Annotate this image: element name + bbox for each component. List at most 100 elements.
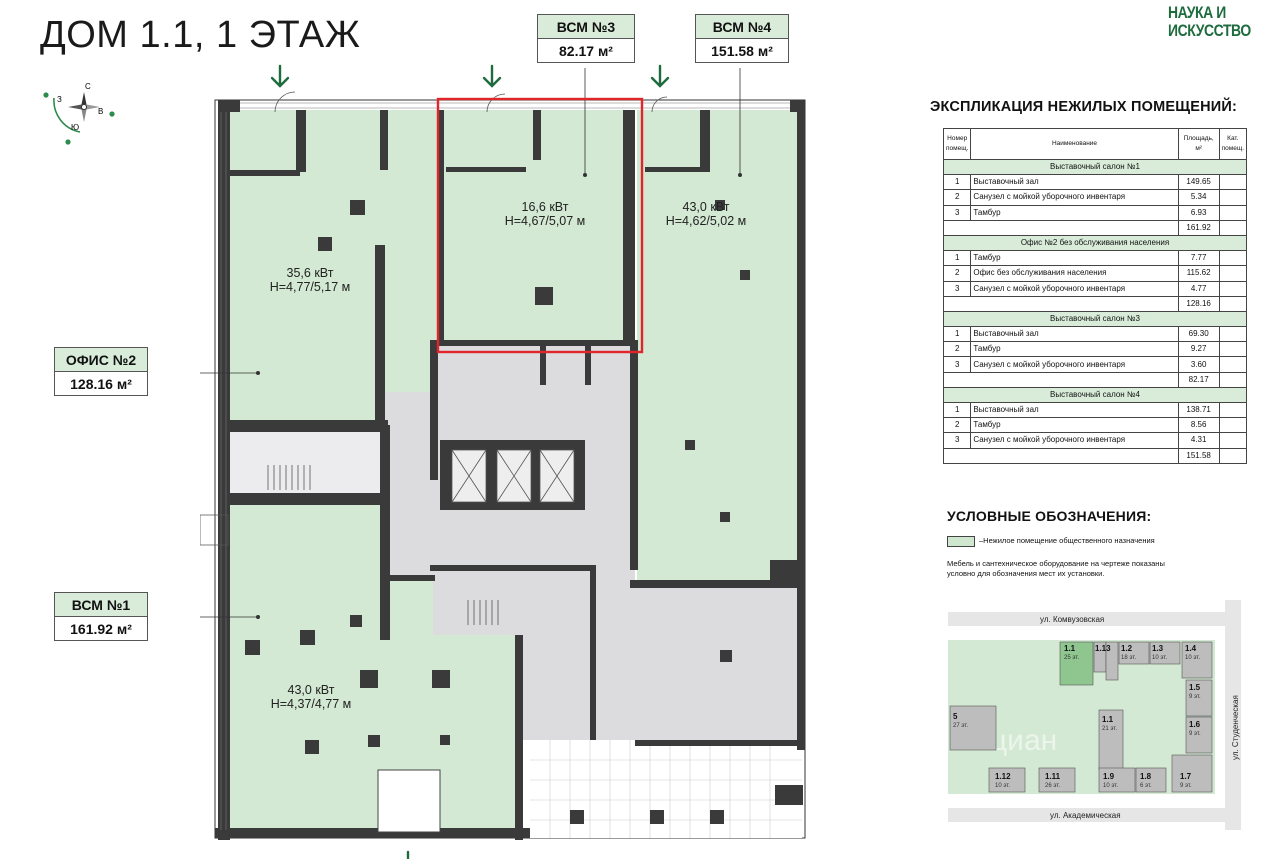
svg-text:1.9: 1.9 (1103, 772, 1115, 781)
svg-text:1.13: 1.13 (1095, 644, 1111, 653)
svg-text:1.5: 1.5 (1189, 683, 1201, 692)
svg-text:10 эт.: 10 эт. (1185, 655, 1200, 661)
street-right: ул. Студенческая (1231, 695, 1240, 760)
legend-swatch (947, 536, 975, 547)
svg-text:9 эт.: 9 эт. (1189, 694, 1201, 700)
sun-icon (43, 92, 115, 145)
group-title: Выставочный салон №4 (943, 386, 1247, 404)
compass-west: З (57, 95, 62, 104)
unit-badge-vsm4[interactable]: ВСМ №4 151.58 м² (695, 14, 789, 63)
unit-area: 151.58 м² (711, 43, 773, 59)
col-num: Номер помещ. (942, 128, 972, 160)
svg-text:1.6: 1.6 (1189, 720, 1201, 729)
svg-text:9 эт.: 9 эт. (1189, 731, 1201, 737)
svg-text:10 эт.: 10 эт. (1103, 783, 1118, 789)
group-title: Выставочный салон №3 (943, 310, 1247, 328)
unit-area: 82.17 м² (559, 43, 613, 59)
svg-text:6 эт.: 6 эт. (1140, 783, 1152, 789)
svg-text:1.7: 1.7 (1180, 772, 1192, 781)
col-cat: Кат. помещ. (1218, 128, 1248, 160)
unit-area: 128.16 м² (70, 376, 132, 392)
unit-name: ОФИС №2 (55, 348, 147, 372)
room-height: H=4,62/5,02 м (665, 214, 747, 228)
svg-text:1.4: 1.4 (1185, 644, 1197, 653)
unit-badge-office2[interactable]: ОФИС №2 128.16 м² (54, 347, 148, 396)
svg-text:21 эт.: 21 эт. (1102, 726, 1117, 732)
room-info-office2: 35,6 кВт H=4,77/5,17 м (255, 266, 365, 294)
compass-south: Ю (71, 123, 79, 132)
page-title: ДОМ 1.1, 1 ЭТАЖ (40, 14, 361, 56)
office2-room[interactable] (230, 110, 385, 420)
compass-east: В (98, 107, 103, 116)
unit-badge-vsm3[interactable]: ВСМ №3 82.17 м² (537, 14, 635, 63)
explication-table: Номер помещ. Наименование Площадь, м² Ка… (942, 128, 1248, 464)
vsm4-room[interactable] (637, 110, 797, 585)
legend-note: Мебель и сантехническое оборудование на … (947, 559, 1165, 578)
selected-unit-outline (436, 97, 644, 354)
col-name: Наименование (970, 128, 1179, 160)
floor-plan (200, 64, 806, 859)
room-height: H=4,67/5,07 м (504, 214, 586, 228)
total-row: 151.58 (943, 447, 1248, 464)
unit-name: ВСМ №3 (538, 15, 634, 39)
svg-text:1.1: 1.1 (1102, 715, 1114, 724)
street-bottom: ул. Академическая (1050, 811, 1121, 820)
svg-text:10 эт.: 10 эт. (995, 783, 1010, 789)
svg-text:10 эт.: 10 эт. (1152, 655, 1167, 661)
watermark: циан (990, 724, 1057, 757)
room-power: 16,6 кВт (521, 200, 569, 214)
svg-text:1.8: 1.8 (1140, 772, 1152, 781)
room-info-vsm1: 43,0 кВт H=4,37/4,77 м (256, 683, 366, 711)
compass-north: С (85, 82, 91, 91)
total-row: 128.16 (943, 295, 1248, 312)
room-power: 43,0 кВт (682, 200, 730, 214)
unit-name: ВСМ №4 (696, 15, 788, 39)
svg-text:9 эт.: 9 эт. (1180, 783, 1192, 789)
total-row: 161.92 (943, 219, 1248, 236)
unit-area: 161.92 м² (70, 621, 132, 637)
svg-text:27 эт.: 27 эт. (953, 723, 968, 729)
svg-text:26 эт.: 26 эт. (1045, 783, 1060, 789)
svg-text:25 эт.: 25 эт. (1064, 655, 1079, 661)
unit-name: ВСМ №1 (55, 593, 147, 617)
svg-text:18 эт.: 18 эт. (1121, 655, 1136, 661)
svg-text:1.3: 1.3 (1152, 644, 1164, 653)
vsm1-room[interactable] (228, 500, 385, 830)
brand-logo: НАУКА И ИСКУССТВО (1168, 3, 1251, 40)
group-title: Выставочный салон №1 (943, 158, 1247, 176)
total-row: 82.17 (943, 371, 1248, 388)
room-height: H=4,37/4,77 м (270, 697, 352, 711)
room-info-vsm3: 16,6 кВт H=4,67/5,07 м (490, 200, 600, 228)
svg-text:1.2: 1.2 (1121, 644, 1133, 653)
room-height: H=4,77/5,17 м (269, 280, 351, 294)
legend-item: –Нежилое помещение общественного назначе… (979, 536, 1155, 545)
street-top: ул. Комвузовская (1040, 615, 1104, 624)
group-title: Офис №2 без обслуживания населения (943, 234, 1247, 252)
site-map: ул. Комвузовская ул. Академическая ул. С… (948, 600, 1248, 830)
unit-badge-vsm1[interactable]: ВСМ №1 161.92 м² (54, 592, 148, 641)
room-power: 35,6 кВт (286, 266, 334, 280)
svg-text:1.11: 1.11 (1045, 772, 1061, 781)
col-area: Площадь, м² (1177, 128, 1220, 160)
svg-text:1.1: 1.1 (1064, 644, 1076, 653)
svg-text:1.12: 1.12 (995, 772, 1011, 781)
stairwell-area (228, 430, 383, 495)
svg-text:5: 5 (953, 712, 958, 721)
compass-icon: С З В Ю (43, 82, 115, 145)
room-info-vsm4: 43,0 кВт H=4,62/5,02 м (651, 200, 761, 228)
room-power: 43,0 кВт (287, 683, 335, 697)
legend-title: УСЛОВНЫЕ ОБОЗНАЧЕНИЯ: (947, 508, 1152, 524)
explication-title: ЭКСПЛИКАЦИЯ НЕЖИЛЫХ ПОМЕЩЕНИЙ: (930, 99, 1238, 115)
